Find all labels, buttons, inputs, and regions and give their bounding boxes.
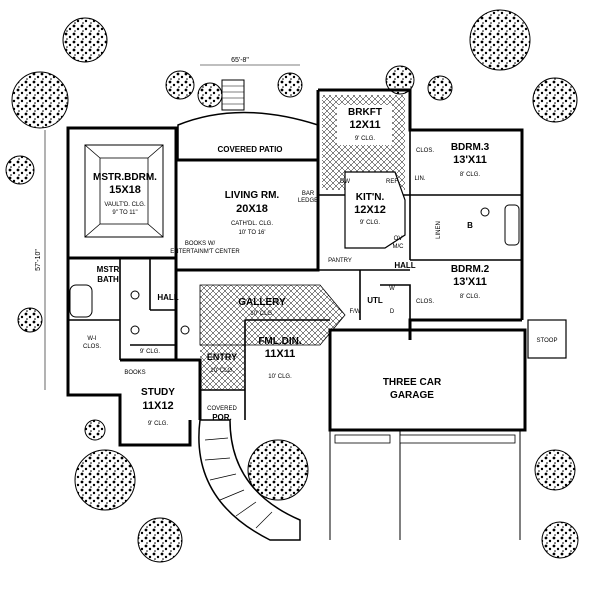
- hall-clg-label: 9' CLG.: [140, 349, 160, 355]
- garage-name2: GARAGE: [390, 390, 434, 401]
- gallery-tile: [199, 284, 346, 346]
- bath-tub: [504, 204, 520, 246]
- breakfast-note: 9' CLG.: [355, 136, 375, 142]
- family-dining-note: 10' CLG.: [268, 374, 292, 380]
- master-bedroom-size: 15X18: [109, 184, 141, 196]
- living-room-note2: 10' TO 16': [238, 230, 265, 236]
- master-tub: [69, 284, 93, 318]
- books-ent-label: BOOKS W/: [185, 241, 216, 247]
- stoop: [527, 319, 567, 359]
- stoop-label: STOOP: [537, 338, 558, 344]
- gallery-note: 10' CLG.: [250, 311, 274, 317]
- kitchen-name: KIT'N.: [356, 192, 385, 203]
- study-size: 11X12: [142, 400, 173, 412]
- overall-depth-label: 57'-10": [35, 249, 42, 271]
- kitchen-island: [344, 171, 406, 249]
- pantry-label: PANTRY: [328, 258, 352, 264]
- breakfast-name: BRKFT: [348, 107, 382, 118]
- covered-porch-label2: POR.: [212, 413, 232, 422]
- kitchen-size: 12X12: [354, 204, 386, 216]
- covered-patio-label: COVERED PATIO: [217, 145, 282, 154]
- bedroom2-note: 8' CLG.: [460, 294, 480, 300]
- utility-label: UTL: [367, 296, 383, 305]
- family-dining-size: 11X11: [265, 348, 296, 360]
- master-bath-name2: BATH: [97, 275, 119, 284]
- ov-label: OV: [394, 236, 403, 242]
- dw-label: DW: [340, 179, 350, 185]
- bedroom3-size: 13'X11: [453, 154, 487, 166]
- linen-label: LINEN: [436, 221, 442, 239]
- master-bath-name: MSTR: [97, 265, 120, 274]
- d-label: D: [390, 309, 395, 315]
- bedroom2-size: 13'X11: [453, 276, 487, 288]
- mc-label: M/C: [393, 244, 405, 250]
- linen2-label: LIN.: [414, 176, 425, 182]
- covered-porch-label: COVERED: [207, 406, 237, 412]
- closet-b-label: CLOS.: [416, 299, 434, 305]
- vault-outline: [84, 144, 164, 238]
- master-bedroom-name: MSTR.BDRM.: [93, 172, 157, 183]
- books-label: BOOKS: [124, 370, 145, 376]
- bar-ledge-label2: LEDGE: [298, 198, 318, 204]
- hall-right-label: HALL: [394, 261, 415, 270]
- study-name: STUDY: [141, 387, 175, 398]
- closet-a-label: CLOS.: [416, 148, 434, 154]
- master-bedroom-note: VAULT'D. CLG.: [104, 202, 146, 208]
- bar-ledge-label: BAR: [302, 191, 315, 197]
- front-walkway: [198, 419, 301, 541]
- bedroom3-note: 8' CLG.: [460, 172, 480, 178]
- study-note: 9' CLG.: [148, 421, 168, 427]
- chimney: [221, 79, 245, 111]
- fw-label: F/W: [350, 309, 361, 315]
- overall-width-label: 65'-8": [231, 57, 249, 64]
- landscaping: [5, 9, 579, 563]
- living-room-note: CATH'DL. CLG.: [231, 221, 273, 227]
- master-bedroom-note2: 9" TO 11": [112, 210, 137, 216]
- wi-closet-label: W-I: [87, 336, 97, 342]
- family-dining-name: FML.DIN.: [258, 336, 302, 347]
- b-label: B: [467, 221, 473, 230]
- bedroom3-name: BDRM.3: [451, 142, 490, 153]
- wi-closet-label2: CLOS.: [83, 344, 101, 350]
- entry-note: 10' CLG.: [210, 368, 234, 374]
- breakfast-size: 12X11: [349, 119, 380, 131]
- ref-label: REF: [386, 179, 398, 185]
- entry-name: ENTRY: [207, 352, 237, 362]
- living-room-size: 20X18: [236, 203, 268, 215]
- books-ent-label2: ENTERTAINM'T CENTER: [170, 249, 240, 255]
- hall-left-label: HALL: [157, 293, 178, 302]
- living-room-name: LIVING RM.: [225, 190, 280, 201]
- gallery-name: GALLERY: [238, 297, 286, 308]
- bedroom2-name: BDRM.2: [451, 264, 490, 275]
- w-label: W: [389, 286, 395, 292]
- garage-name: THREE CAR: [383, 377, 442, 388]
- kitchen-note: 9' CLG.: [360, 220, 380, 226]
